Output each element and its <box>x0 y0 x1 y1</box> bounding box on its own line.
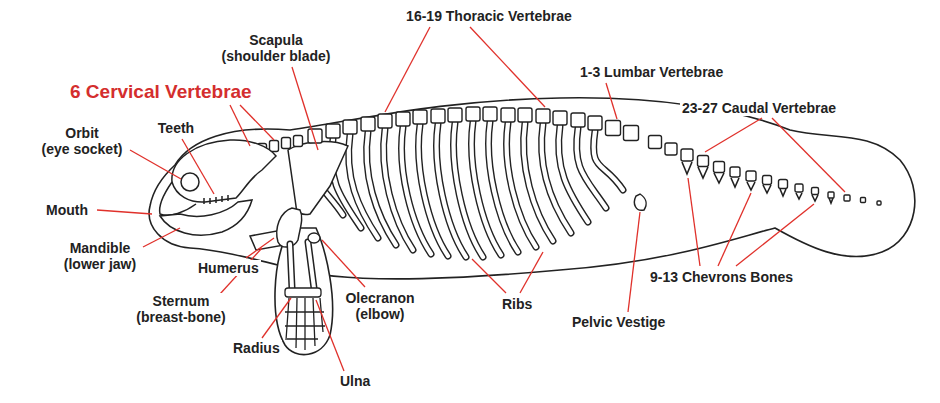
part-label: Scapula (shoulder blade) <box>220 32 333 64</box>
body-outline <box>149 98 915 279</box>
part-label: Radius <box>231 340 282 356</box>
part-label: Ribs <box>500 296 534 312</box>
part-label: Humerus <box>196 260 261 276</box>
vertebrae <box>234 107 882 205</box>
part-label: Teeth <box>156 120 196 136</box>
carpal-bones <box>285 288 321 297</box>
skull <box>160 140 276 235</box>
scapula-bone <box>288 142 348 215</box>
part-label: Orbit (eye socket) <box>40 125 125 157</box>
part-label: Mouth <box>44 202 90 218</box>
olecranon-bone <box>308 233 320 243</box>
finger-bones <box>285 298 325 350</box>
part-label: Pelvic Vestige <box>570 314 667 330</box>
arm-bones <box>290 242 314 288</box>
arm-bones-fill <box>290 242 314 288</box>
pelvic-bone <box>634 194 646 210</box>
part-label: Mandible (lower jaw) <box>62 240 138 272</box>
part-label: 9-13 Chevrons Bones <box>648 269 795 285</box>
rib-bones <box>314 122 623 257</box>
part-label: 23-27 Caudal Vertebrae <box>680 100 838 116</box>
part-label: 1-3 Lumbar Vertebrae <box>578 64 725 80</box>
part-label: Ulna <box>338 373 372 389</box>
leader-lines <box>97 27 845 371</box>
part-label: 16-19 Thoracic Vertebrae <box>404 8 574 24</box>
part-label: Olecranon (elbow) <box>343 290 416 322</box>
chevron-bones <box>682 162 833 203</box>
highlight-label: 6 Cervical Vertebrae <box>68 81 254 103</box>
part-label: Sternum (breast-bone) <box>134 293 227 325</box>
rib-bones-fill <box>314 122 623 257</box>
